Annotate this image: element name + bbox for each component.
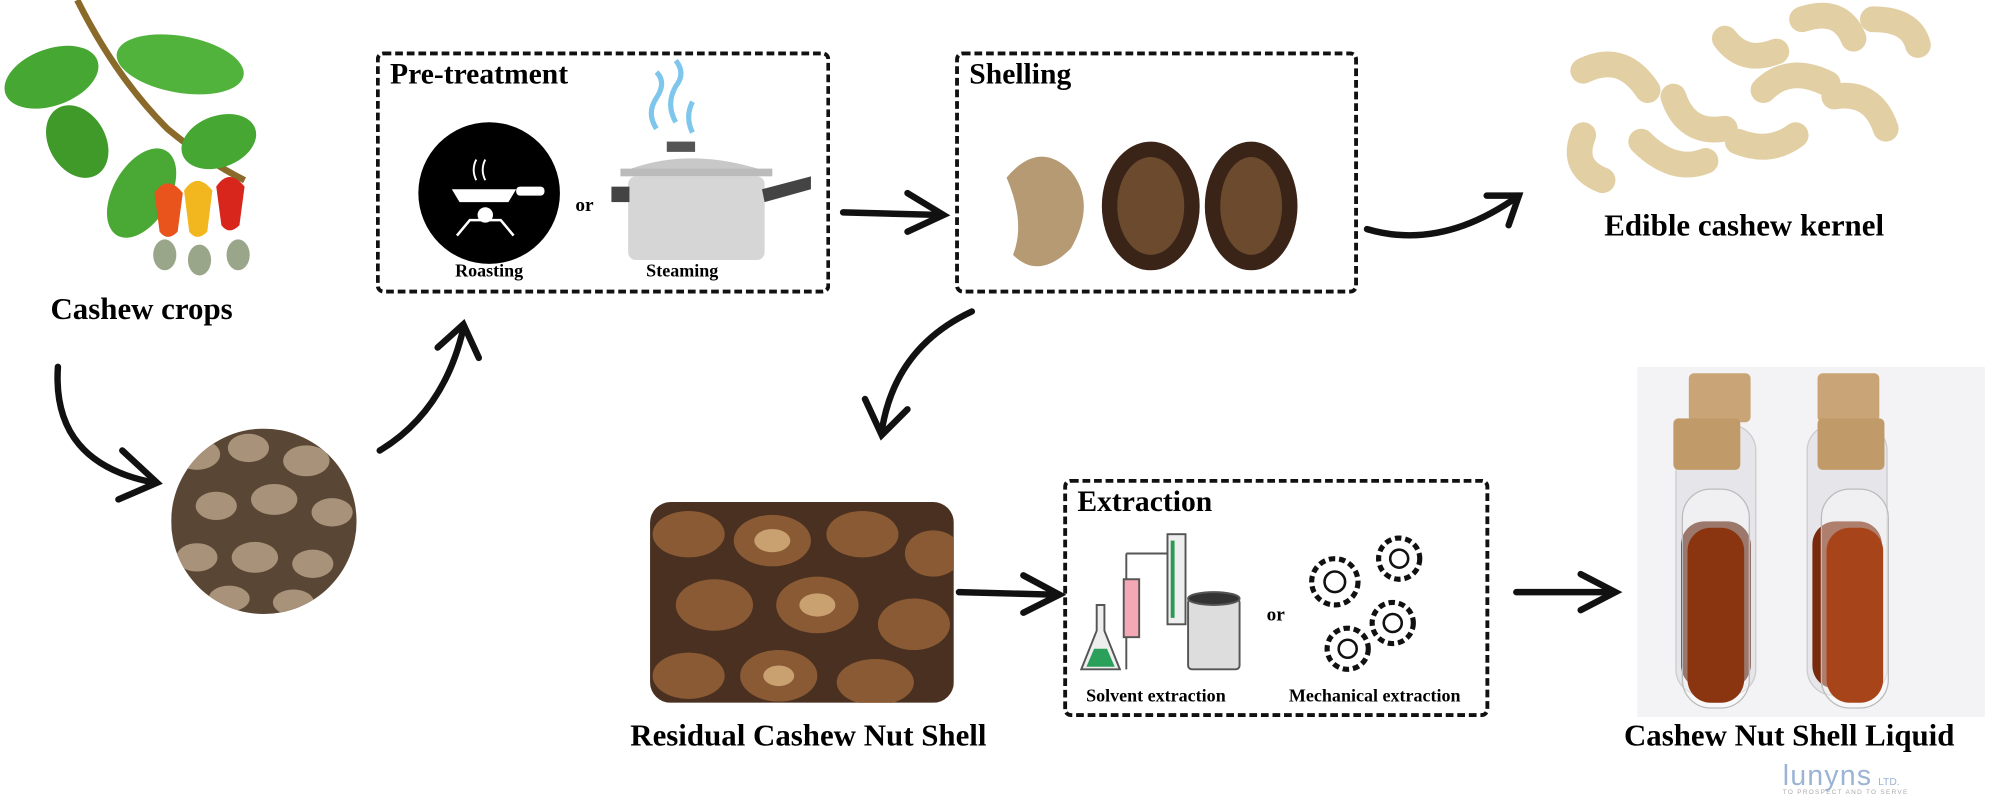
edible-kernel-label: Edible cashew kernel [1604, 209, 1885, 244]
mechanical-extraction-label: Mechanical extraction [1288, 687, 1461, 707]
pretreatment-box: Pre-treatment [375, 51, 831, 294]
pretreatment-title: Pre-treatment [390, 57, 569, 91]
shelling-box: Shelling [955, 51, 1358, 294]
gears-icon [1309, 535, 1423, 672]
solvent-extraction-label: Solvent extraction [1086, 687, 1226, 707]
roasting-label: Roasting [455, 262, 524, 282]
raw-cashew-nuts-image [171, 428, 357, 614]
brand-watermark-logo: lunyns LTD. TO PROSPECT AND TO SERVE [1783, 759, 1909, 796]
cashew-kernels-image [1566, 2, 1931, 194]
residual-shell-image [650, 502, 954, 703]
steaming-label: Steaming [646, 262, 719, 282]
or-label: or [1266, 604, 1285, 626]
watermark-suffix: LTD. [1878, 776, 1900, 788]
shelling-title: Shelling [969, 57, 1072, 91]
watermark-tagline: TO PROSPECT AND TO SERVE [1782, 789, 1909, 797]
extraction-box: Extraction [1063, 478, 1490, 717]
cashew-plant-illustration [4, 0, 257, 276]
cashew-crops-label: Cashew crops [50, 293, 233, 327]
or-label: or [575, 195, 594, 217]
steaming-pot-icon [611, 58, 811, 261]
watermark-brand: lunyns [1782, 759, 1873, 792]
cnsl-label: Cashew Nut Shell Liquid [1623, 719, 1955, 754]
solvent-extraction-apparatus-icon [1079, 533, 1241, 671]
roasting-icon [418, 122, 560, 264]
shelled-nuts-image [1006, 141, 1298, 271]
residual-shell-label: Residual Cashew Nut Shell [630, 719, 987, 754]
extraction-title: Extraction [1077, 485, 1213, 518]
cnsl-vials-image [1637, 366, 1985, 717]
